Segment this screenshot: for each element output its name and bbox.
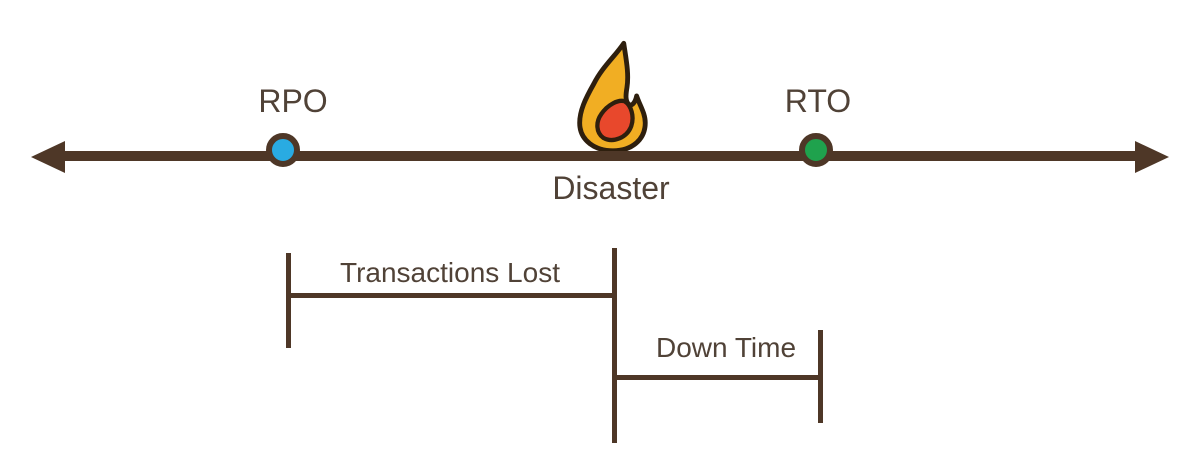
down-time-tick-right bbox=[818, 330, 823, 423]
fire-icon bbox=[577, 40, 648, 153]
timeline-line bbox=[48, 151, 1152, 161]
transactions-lost-tick-left bbox=[286, 253, 291, 348]
down-time-label: Down Time bbox=[655, 332, 797, 363]
disaster-vertical-line bbox=[612, 248, 617, 443]
rpo-marker-dot bbox=[266, 133, 300, 167]
rto-marker-dot bbox=[799, 133, 833, 167]
transactions-lost-label: Transactions Lost bbox=[340, 257, 560, 288]
rto-label: RTO bbox=[784, 83, 852, 119]
down-time-line bbox=[612, 375, 823, 380]
disaster-label: Disaster bbox=[552, 170, 670, 206]
transactions-lost-line bbox=[286, 293, 617, 298]
timeline-arrow-right-icon bbox=[1135, 141, 1169, 173]
rpo-label: RPO bbox=[258, 83, 328, 119]
